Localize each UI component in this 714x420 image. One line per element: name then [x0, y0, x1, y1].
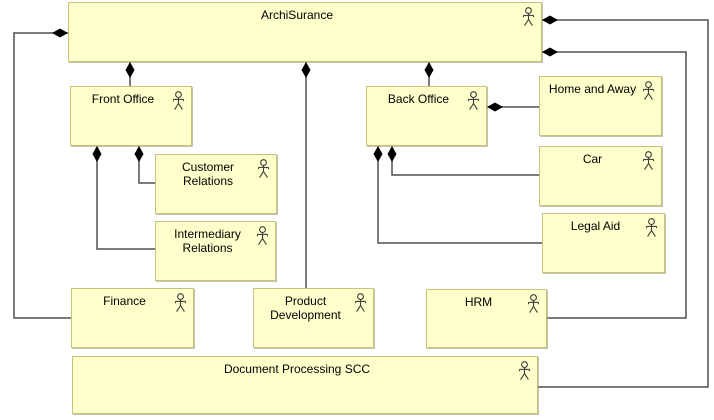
- composition-connector-back-office-home-and-away[interactable]: [487, 102, 539, 112]
- node-legal-aid[interactable]: Legal Aid: [542, 213, 665, 273]
- composition-connector-front-office-customer-relations[interactable]: [134, 146, 156, 184]
- composition-diamond: [424, 62, 434, 78]
- composition-diamond: [542, 47, 558, 57]
- actor-icon: [642, 81, 655, 100]
- composition-diamond: [301, 62, 311, 78]
- node-label: Customer Relations: [181, 160, 234, 189]
- composition-connector-front-office-intermediary-relations[interactable]: [92, 146, 156, 250]
- node-front-office[interactable]: Front Office: [70, 86, 192, 146]
- actor-icon: [354, 293, 367, 312]
- composition-connector-back-office-legal-aid[interactable]: [373, 146, 543, 244]
- node-label: Finance: [103, 294, 146, 308]
- composition-connector-archisurance-hrm[interactable]: [542, 47, 687, 319]
- node-product-development[interactable]: Product Development: [253, 288, 374, 348]
- node-hrm[interactable]: HRM: [426, 289, 547, 348]
- node-label: ArchiSurance: [260, 8, 334, 22]
- node-document-processing-scc[interactable]: Document Processing SCC: [72, 356, 538, 414]
- composition-diamond: [542, 15, 558, 25]
- node-label: Intermediary Relations: [174, 227, 241, 256]
- node-label: Legal Aid: [570, 219, 621, 233]
- composition-connector-archisurance-finance[interactable]: [13, 28, 71, 319]
- node-label: Home and Away: [548, 82, 637, 96]
- actor-icon: [172, 91, 185, 110]
- node-label: Car: [582, 152, 603, 166]
- composition-connector-back-office-car[interactable]: [387, 146, 540, 176]
- node-archisurance[interactable]: ArchiSurance: [68, 2, 542, 62]
- composition-diamond: [373, 146, 383, 162]
- node-home-and-away[interactable]: Home and Away: [539, 76, 662, 136]
- composition-diamond: [52, 28, 68, 38]
- node-finance[interactable]: Finance: [71, 288, 194, 348]
- composition-diamond: [387, 146, 397, 162]
- node-customer-relations[interactable]: Customer Relations: [155, 154, 277, 214]
- composition-diamond: [134, 146, 144, 162]
- composition-diamond: [125, 62, 135, 78]
- composition-connector-archisurance-product-development[interactable]: [301, 62, 311, 288]
- node-back-office[interactable]: Back Office: [366, 86, 487, 146]
- composition-connector-archisurance-document-processing-scc[interactable]: [538, 15, 709, 388]
- actor-icon: [174, 293, 187, 312]
- composition-diamond: [487, 102, 503, 112]
- node-label: HRM: [464, 295, 493, 309]
- node-label: Front Office: [91, 92, 155, 106]
- actor-icon: [256, 226, 269, 245]
- actor-icon: [645, 218, 658, 237]
- actor-icon: [527, 294, 540, 313]
- composition-connector-archisurance-front-office[interactable]: [125, 62, 135, 86]
- node-label: Document Processing SCC: [223, 362, 371, 376]
- actor-icon: [467, 91, 480, 110]
- composition-connector-archisurance-back-office[interactable]: [424, 62, 434, 86]
- actor-icon: [518, 361, 531, 380]
- actor-icon: [642, 151, 655, 170]
- composition-diamond: [92, 146, 102, 162]
- node-intermediary-relations[interactable]: Intermediary Relations: [155, 221, 276, 281]
- node-label: Product Development: [270, 294, 341, 323]
- actor-icon: [257, 159, 270, 178]
- actor-icon: [522, 7, 535, 26]
- node-label: Back Office: [387, 92, 450, 106]
- node-car[interactable]: Car: [539, 146, 662, 206]
